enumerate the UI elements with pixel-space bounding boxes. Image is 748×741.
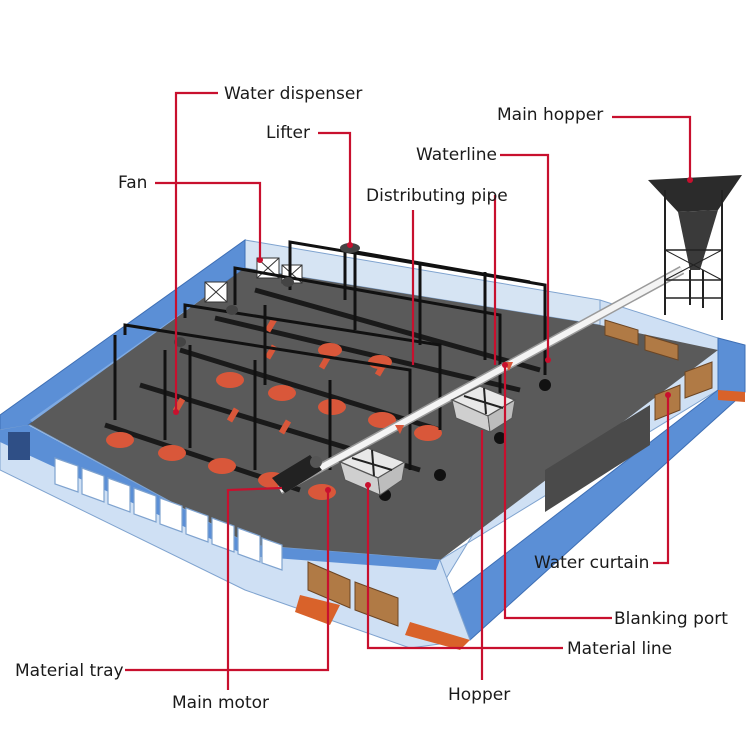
leader-main-hopper — [612, 115, 692, 180]
leader-water-curtain — [653, 395, 670, 565]
ground-pad-right — [405, 622, 470, 650]
labels: Water dispenser Main hopper Lifter Water… — [15, 84, 728, 713]
ground-pad-far — [718, 390, 745, 402]
leader-blanking-port — [503, 365, 612, 620]
leader-lifter — [318, 131, 352, 245]
leader-dots — [173, 177, 693, 493]
leader-material-tray — [125, 490, 330, 672]
front-windows — [54, 457, 283, 571]
leader-lines — [125, 91, 692, 690]
main-hopper — [648, 175, 742, 320]
label-water-curtain: Water curtain — [534, 553, 649, 573]
label-main-hopper: Main hopper — [497, 105, 603, 125]
leader-main-motor — [226, 486, 283, 690]
water-curtain-panel — [545, 405, 650, 512]
main-motor — [272, 455, 322, 493]
label-waterline: Waterline — [416, 145, 497, 165]
label-material-tray: Material tray — [15, 661, 124, 681]
leader-waterline — [500, 153, 550, 360]
label-distributing-pipe: Distributing pipe — [366, 186, 508, 206]
label-fan: Fan — [118, 173, 147, 193]
label-water-dispenser: Water dispenser — [224, 84, 362, 104]
label-lifter: Lifter — [266, 123, 310, 143]
lifter-frames — [113, 240, 547, 470]
label-material-line: Material line — [567, 639, 672, 659]
leader-material-line — [366, 485, 563, 650]
front-vent — [8, 432, 30, 460]
label-blanking-port: Blanking port — [614, 609, 728, 629]
leader-fan — [155, 181, 262, 260]
floor-hoppers — [338, 385, 517, 496]
leader-water-dispenser — [174, 91, 218, 412]
label-main-motor: Main motor — [172, 693, 269, 713]
label-hopper: Hopper — [448, 685, 510, 705]
